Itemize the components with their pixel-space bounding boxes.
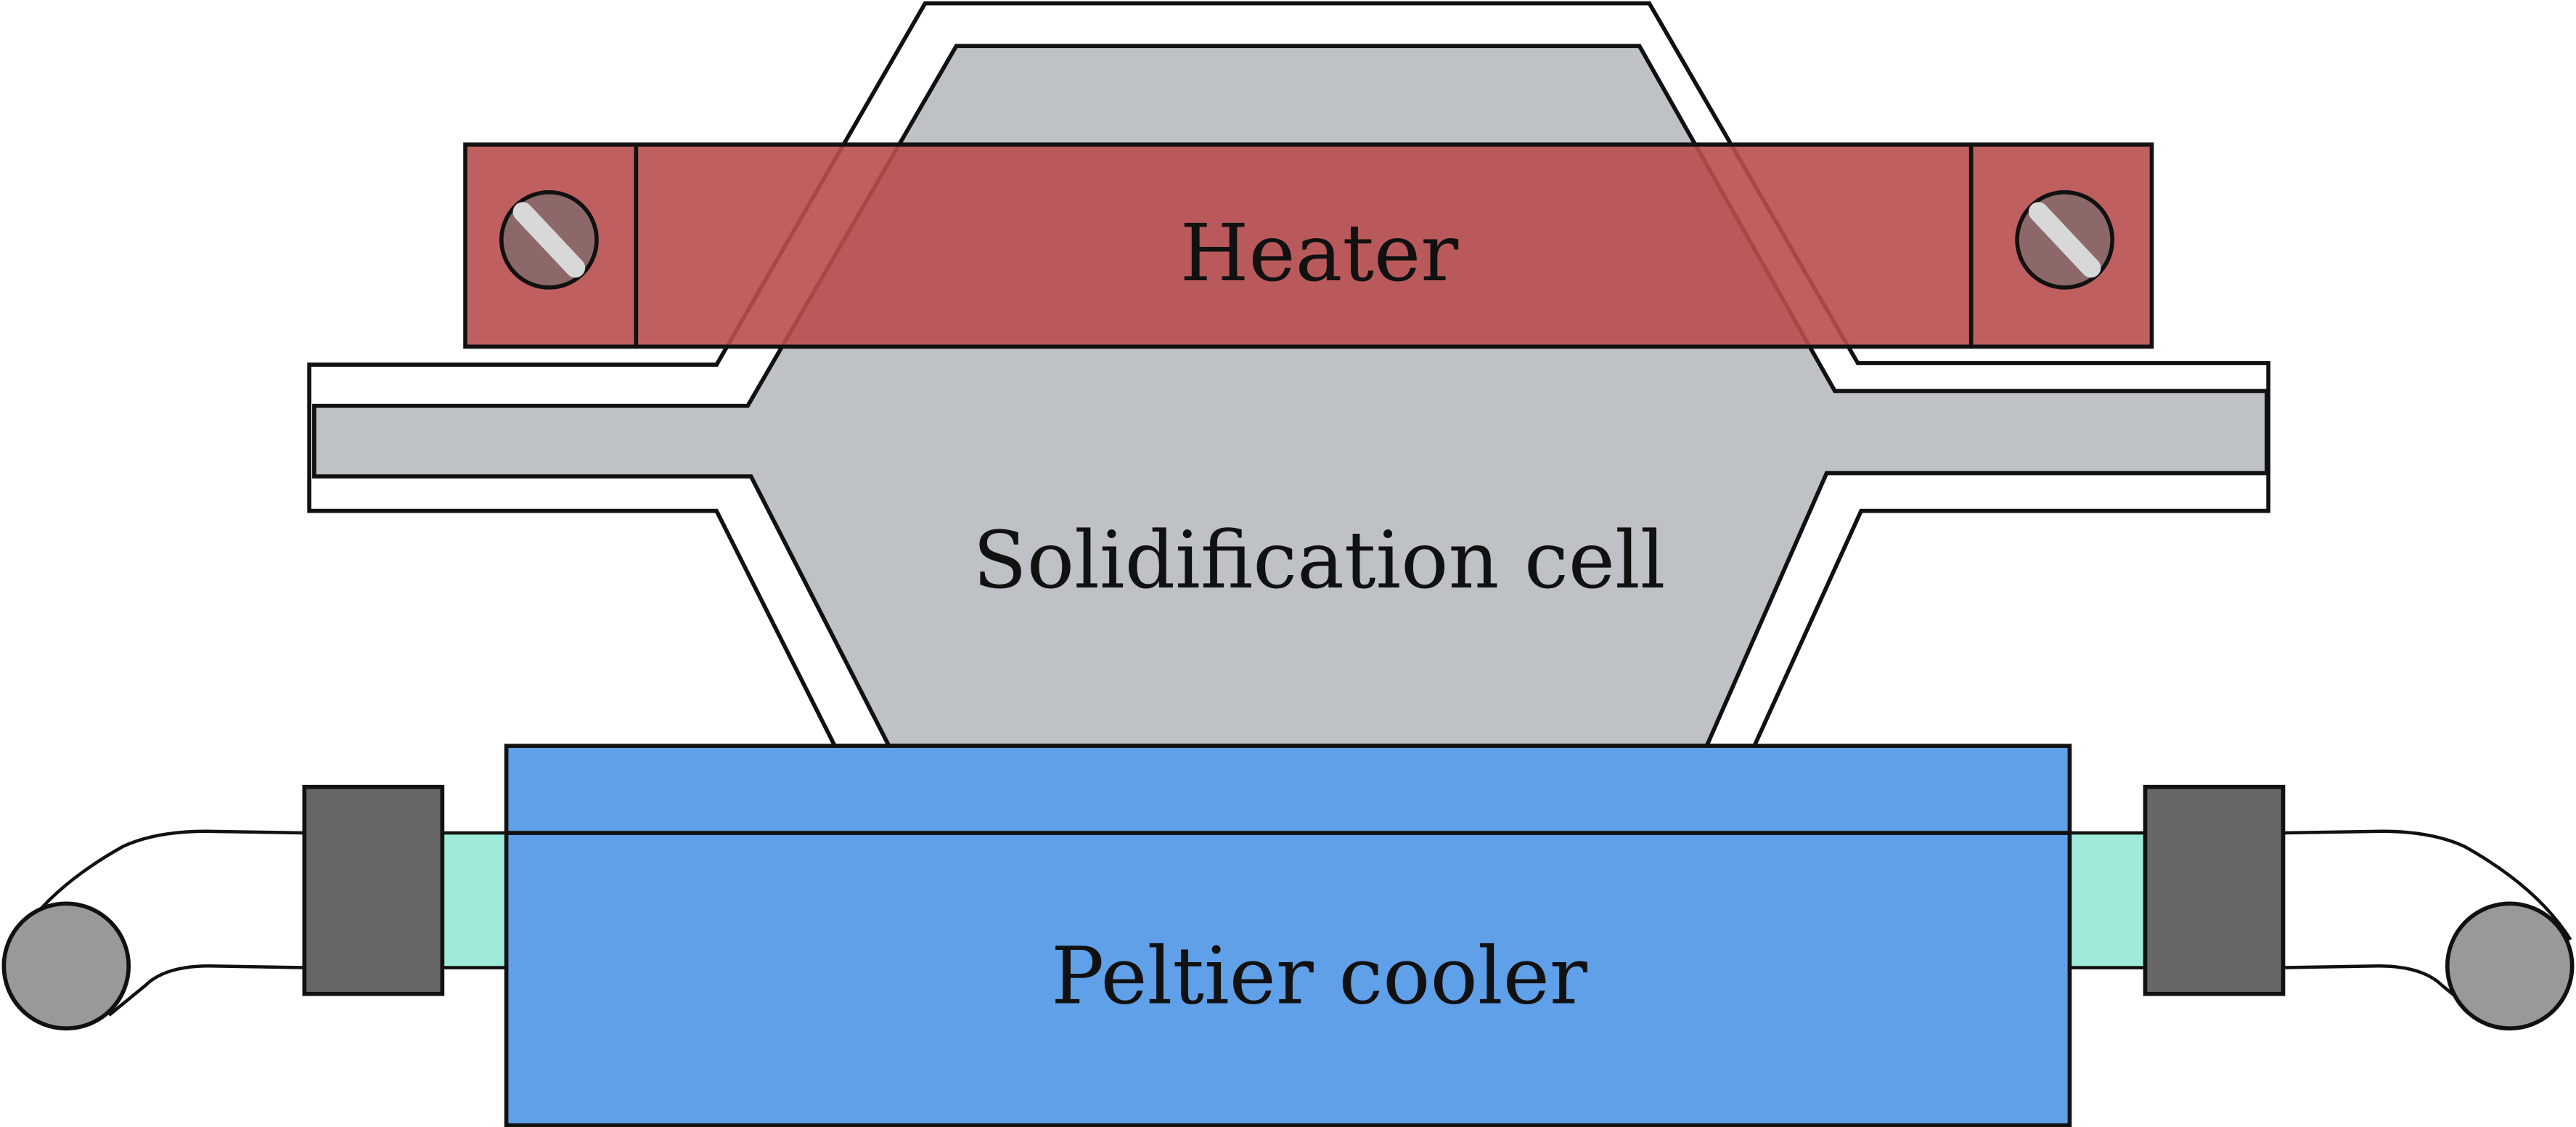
screw-icon	[2015, 190, 2115, 290]
cell-label: Solidification cell	[973, 514, 1665, 606]
screw-icon	[499, 190, 599, 290]
left-coupling	[438, 831, 512, 969]
left-pipe-end	[1, 901, 131, 1031]
right-coupling	[2066, 831, 2148, 969]
right-pipe-top	[2283, 829, 2572, 941]
peltier-cooler: Peltier cooler	[504, 744, 2072, 1127]
heater: Heater	[463, 142, 2154, 349]
right-coolant-connection	[2066, 784, 2575, 1031]
right-pipe-bottom	[2283, 964, 2480, 1017]
right-pipe-end	[2445, 901, 2575, 1031]
heater-label: Heater	[1180, 207, 1459, 299]
left-connector	[302, 784, 445, 996]
cooler-label: Peltier cooler	[1051, 929, 1587, 1022]
left-coolant-connection	[1, 784, 512, 1031]
right-connector	[2143, 784, 2286, 996]
left-pipe-bottom	[107, 964, 305, 1017]
cooler-body	[504, 744, 2072, 1127]
heater-body	[463, 142, 2154, 349]
